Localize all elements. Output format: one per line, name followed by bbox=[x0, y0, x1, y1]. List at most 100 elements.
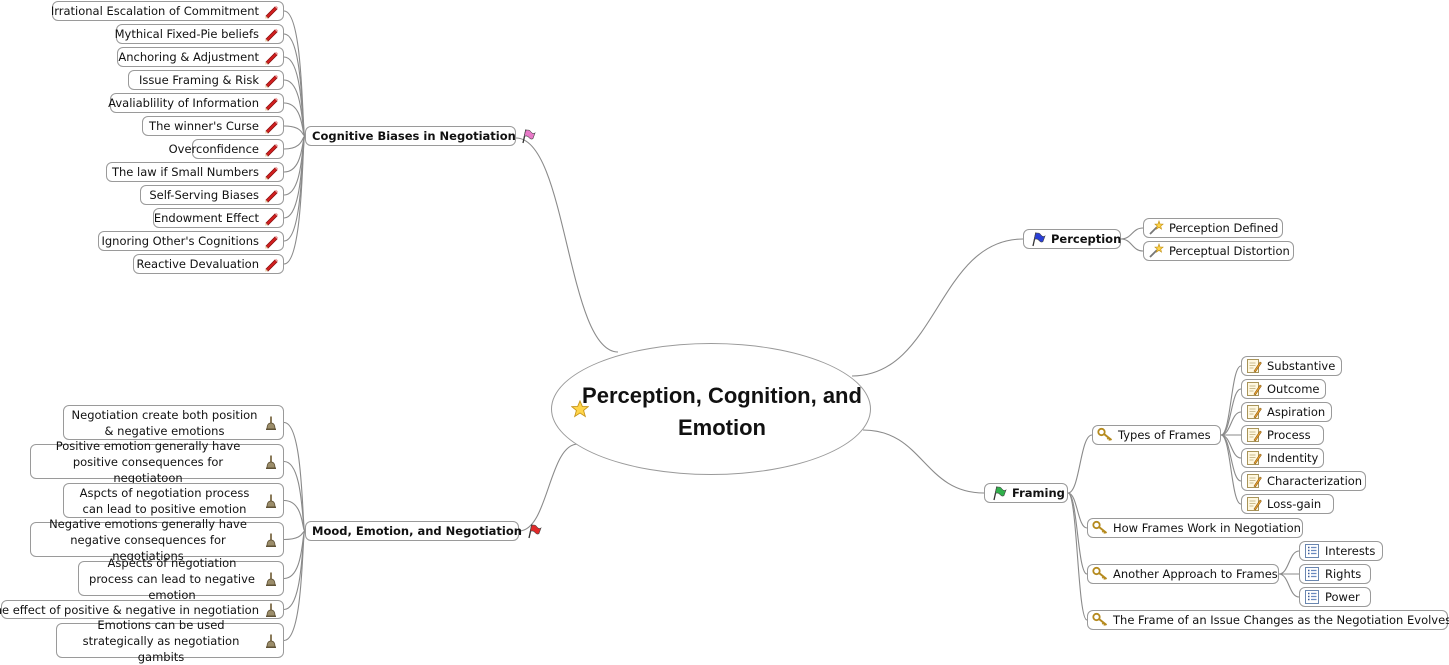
bell-icon bbox=[263, 415, 279, 431]
connector-line bbox=[1220, 434, 1242, 482]
frame-type-item[interactable]: Outcome bbox=[1241, 379, 1326, 399]
bias-item[interactable]: Issue Framing & Risk bbox=[128, 70, 284, 90]
bias-item-label: Anchoring & Adjustment bbox=[118, 50, 259, 64]
bell-icon bbox=[263, 602, 279, 618]
connector-line bbox=[1278, 573, 1300, 598]
red-pencil-icon bbox=[263, 141, 279, 157]
frame-type-item[interactable]: Indentity bbox=[1241, 448, 1324, 468]
frame-type-item[interactable]: Aspiration bbox=[1241, 402, 1332, 422]
bias-item[interactable]: Avaliablility of Information bbox=[108, 93, 284, 113]
subtopic-how-frames-work-label: How Frames Work in Negotiation bbox=[1113, 521, 1301, 535]
topic-cognitive-biases[interactable]: Cognitive Biases in Negotiation bbox=[305, 126, 536, 146]
bias-item[interactable]: The law if Small Numbers bbox=[106, 162, 284, 182]
frame-type-item[interactable]: Characterization bbox=[1241, 471, 1366, 491]
emotion-item[interactable]: Negotiation create both position & negat… bbox=[63, 405, 284, 440]
topic-perception[interactable]: Perception bbox=[1023, 229, 1121, 249]
approach-item[interactable]: Rights bbox=[1299, 564, 1371, 584]
approach-item-label: Rights bbox=[1325, 567, 1362, 581]
connector-line bbox=[1220, 411, 1242, 436]
note-pencil-icon bbox=[1246, 404, 1262, 420]
blue-flag-icon bbox=[1030, 231, 1046, 247]
connector-line bbox=[283, 530, 306, 642]
emotion-item-label: Negotiation create both position & negat… bbox=[71, 407, 258, 438]
bias-item-label: Mythical Fixed-Pie beliefs bbox=[114, 27, 259, 41]
green-flag-icon bbox=[991, 485, 1007, 501]
bias-item[interactable]: The winner's Curse bbox=[142, 116, 284, 136]
key-icon bbox=[1092, 520, 1108, 536]
frame-type-item[interactable]: Substantive bbox=[1241, 356, 1342, 376]
red-pencil-icon bbox=[263, 49, 279, 65]
topic-framing-label: Framing bbox=[1012, 486, 1065, 500]
bias-item[interactable]: Overconfidence bbox=[169, 139, 284, 159]
topic-cognitive-biases-label: Cognitive Biases in Negotiation bbox=[312, 129, 516, 143]
topic-framing[interactable]: Framing bbox=[984, 483, 1068, 503]
subtopic-another-approach[interactable]: Another Approach to Frames bbox=[1087, 564, 1279, 584]
list-icon bbox=[1304, 543, 1320, 559]
connector-line bbox=[283, 530, 306, 541]
emotion-item[interactable]: Emotions can be used strategically as ne… bbox=[56, 618, 284, 664]
emotion-item[interactable]: Negative emotions generally have negativ… bbox=[30, 517, 284, 563]
emotion-item[interactable]: Aspects of negotiation process can lead … bbox=[78, 556, 284, 602]
emotion-item-label: Aspcts of negotiation process can lead t… bbox=[79, 485, 250, 516]
subtopic-how-frames-work[interactable]: How Frames Work in Negotiation bbox=[1087, 518, 1303, 538]
subtopic-types-of-frames[interactable]: Types of Frames bbox=[1092, 425, 1221, 445]
topic-mood-emotion-label: Mood, Emotion, and Negotiation bbox=[312, 524, 522, 538]
key-icon bbox=[1097, 427, 1113, 443]
bias-item-label: Issue Framing & Risk bbox=[138, 73, 259, 87]
subtopic-types-of-frames-label: Types of Frames bbox=[1118, 428, 1211, 442]
bias-item[interactable]: Self-Serving Biases bbox=[140, 185, 284, 205]
frame-type-item-label: Characterization bbox=[1267, 474, 1363, 488]
magic-wand-icon bbox=[1148, 243, 1164, 259]
approach-item[interactable]: Power bbox=[1299, 587, 1371, 607]
connector-line bbox=[1220, 388, 1242, 436]
bias-item[interactable]: Endowment Effect bbox=[153, 208, 284, 228]
perception-item[interactable]: Perception Defined bbox=[1143, 218, 1283, 238]
red-pencil-icon bbox=[263, 118, 279, 134]
list-icon bbox=[1304, 589, 1320, 605]
bias-item-label: Ignoring Other's Cognitions bbox=[101, 234, 259, 248]
perception-item[interactable]: Perceptual Distortion bbox=[1143, 241, 1294, 261]
note-pencil-icon bbox=[1246, 496, 1262, 512]
subtopic-frame-changes-label: The Frame of an Issue Changes as the Neg… bbox=[1113, 613, 1449, 627]
frame-type-item-label: Loss-gain bbox=[1267, 497, 1322, 511]
bias-item-label: Overconfidence bbox=[168, 142, 259, 156]
bias-item[interactable]: Anchoring & Adjustment bbox=[117, 47, 284, 67]
connector-line bbox=[1120, 227, 1144, 240]
topic-perception-label: Perception bbox=[1051, 232, 1122, 246]
bias-item-label: Reactive Devaluation bbox=[136, 257, 259, 271]
subtopic-another-approach-label: Another Approach to Frames bbox=[1113, 567, 1278, 581]
red-pencil-icon bbox=[263, 256, 279, 272]
emotion-item-label: The effect of positive & negative in neg… bbox=[0, 602, 259, 617]
frame-type-item[interactable]: Process bbox=[1241, 425, 1324, 445]
perception-item-label: Perceptual Distortion bbox=[1169, 244, 1290, 258]
connector-line bbox=[283, 125, 306, 137]
frame-type-item[interactable]: Loss-gain bbox=[1241, 494, 1334, 514]
topic-mood-emotion[interactable]: Mood, Emotion, and Negotiation bbox=[305, 521, 542, 541]
bell-icon bbox=[263, 493, 279, 509]
connector-line bbox=[1067, 492, 1088, 621]
central-topic-title: Perception, Cognition, and Emotion bbox=[582, 383, 862, 440]
bias-item-label: Endowment Effect bbox=[153, 211, 259, 225]
emotion-item-label: Aspects of negotiation process can lead … bbox=[89, 555, 255, 602]
bias-item[interactable]: Irrational Escalation of Commitment bbox=[51, 1, 284, 21]
emotion-item[interactable]: Positive emotion generally have positive… bbox=[30, 439, 284, 485]
subtopic-frame-changes[interactable]: The Frame of an Issue Changes as the Neg… bbox=[1087, 610, 1449, 630]
red-pencil-icon bbox=[263, 95, 279, 111]
approach-item[interactable]: Interests bbox=[1299, 541, 1383, 561]
emotion-item[interactable]: The effect of positive & negative in neg… bbox=[0, 600, 284, 619]
bias-item[interactable]: Mythical Fixed-Pie beliefs bbox=[114, 24, 284, 44]
central-topic[interactable]: Perception, Cognition, and Emotion bbox=[551, 343, 871, 475]
emotion-item[interactable]: Aspcts of negotiation process can lead t… bbox=[63, 483, 284, 518]
connector-line bbox=[851, 238, 1024, 377]
bias-item-label: Avaliablility of Information bbox=[108, 96, 259, 110]
connector-line bbox=[1067, 434, 1093, 494]
red-pencil-icon bbox=[263, 187, 279, 203]
bias-item-label: The winner's Curse bbox=[149, 119, 259, 133]
red-pencil-icon bbox=[263, 72, 279, 88]
bias-item[interactable]: Ignoring Other's Cognitions bbox=[98, 231, 284, 251]
red-pencil-icon bbox=[263, 210, 279, 226]
note-pencil-icon bbox=[1246, 381, 1262, 397]
bias-item[interactable]: Reactive Devaluation bbox=[133, 254, 284, 274]
frame-type-item-label: Aspiration bbox=[1267, 405, 1326, 419]
